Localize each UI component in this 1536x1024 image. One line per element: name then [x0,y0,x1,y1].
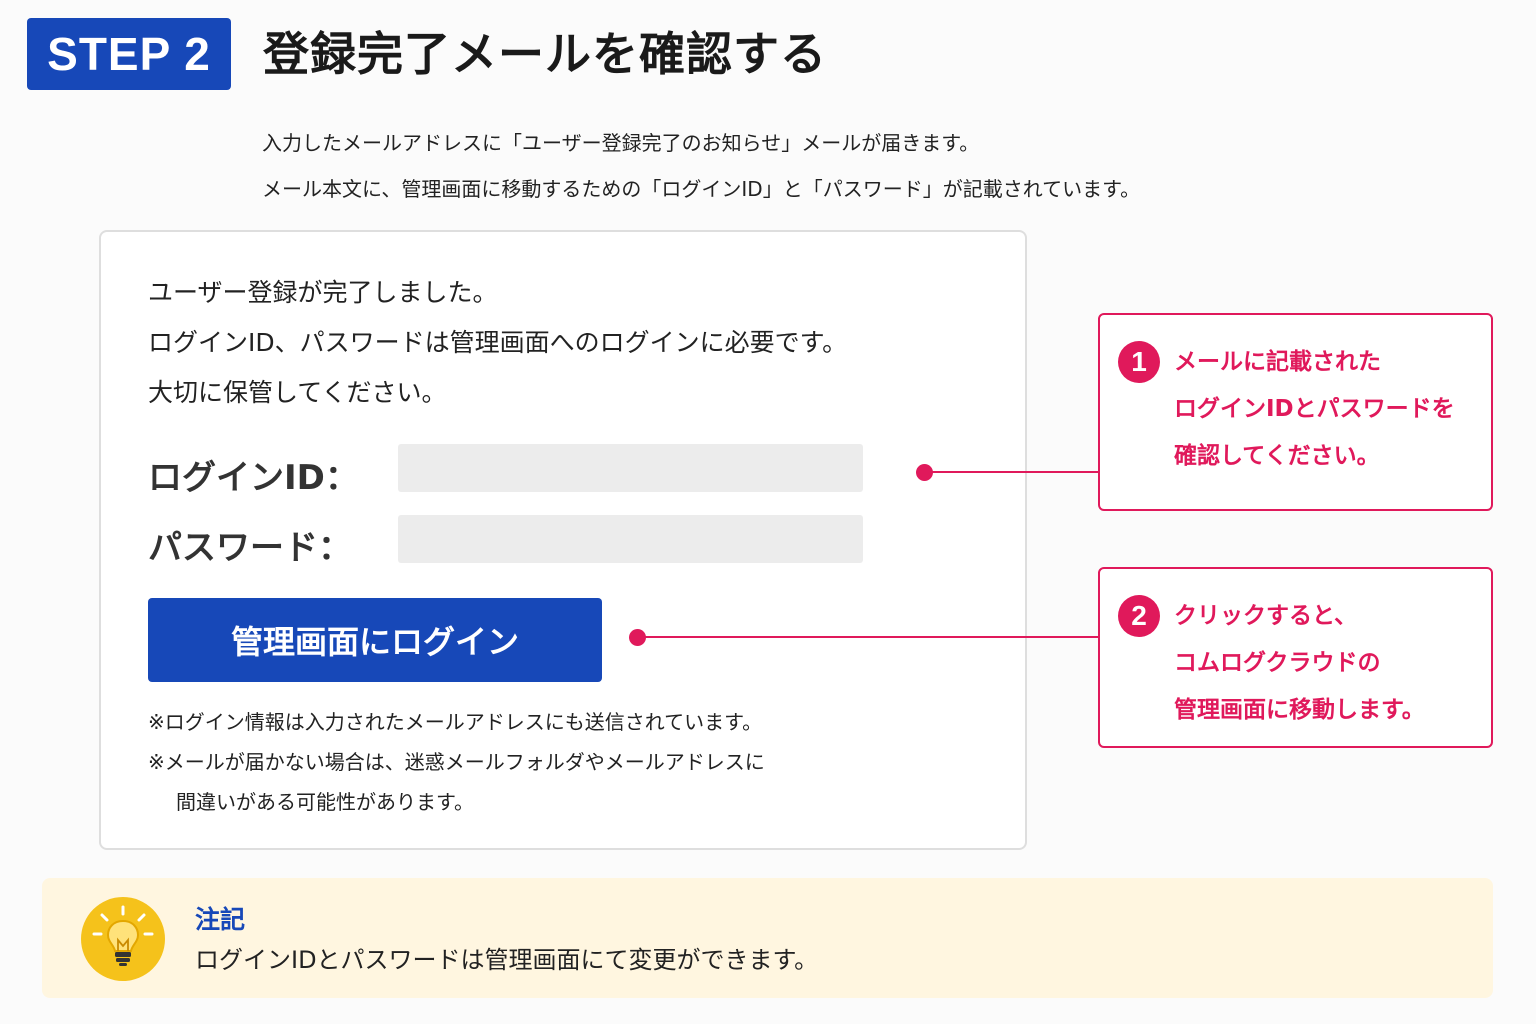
callout-1: 1 メールに記載された ログインIDとパスワードを 確認してください。 [1098,313,1493,511]
callout-line: ログインIDとパスワードを [1174,396,1455,422]
note-title: 注記 [195,905,246,934]
callout-2: 2 クリックすると、 コムログクラウドの 管理画面に移動します。 [1098,567,1493,748]
callout-line: 管理画面に移動します。 [1174,697,1425,723]
password-label: パスワード： [148,528,352,568]
note-line: ※ログイン情報は入力されたメールアドレスにも送信されています。 [148,710,763,734]
mail-preview-card: ユーザー登録が完了しました。 ログインID、パスワードは管理画面へのログインに必… [99,230,1027,850]
admin-login-button[interactable]: 管理画面にログイン [148,598,602,682]
mail-line: ユーザー登録が完了しました。 [148,278,498,307]
password-field [398,515,863,563]
intro-line: 入力したメールアドレスに「ユーザー登録完了のお知らせ」メールが届きます。 [262,131,980,155]
callout-number: 1 [1118,341,1160,383]
callout-line: クリックすると、 [1174,603,1358,629]
note-line: 間違いがある可能性があります。 [176,790,474,814]
connector-line-1 [924,471,1100,473]
callout-line: コムログクラウドの [1174,650,1381,676]
callout-line: メールに記載された [1174,349,1381,375]
intro-line: メール本文に、管理画面に移動するための「ログインID」と「パスワード」が記載され… [262,177,1141,201]
callout-text: メールに記載された ログインIDとパスワードを 確認してください。 [1174,339,1455,480]
callout-text: クリックすると、 コムログクラウドの 管理画面に移動します。 [1174,593,1425,734]
note-text: ログインIDとパスワードは管理画面にて変更ができます。 [195,946,819,974]
step-badge: STEP 2 [27,18,231,90]
note-box: 注記 ログインIDとパスワードは管理画面にて変更ができます。 [42,878,1493,998]
mail-line: ログインID、パスワードは管理画面へのログインに必要です。 [148,328,848,357]
note-line: ※メールが届かない場合は、迷惑メールフォルダやメールアドレスに [148,750,765,774]
callout-number: 2 [1118,595,1160,637]
callout-line: 確認してください。 [1174,443,1380,469]
mail-body: ユーザー登録が完了しました。 ログインID、パスワードは管理画面へのログインに必… [148,268,847,418]
mail-notes: ※ログイン情報は入力されたメールアドレスにも送信されています。 ※メールが届かな… [148,702,765,822]
intro-text: 入力したメールアドレスに「ユーザー登録完了のお知らせ」メールが届きます。 メール… [262,120,1140,212]
mail-line: 大切に保管してください。 [148,378,447,407]
login-id-label: ログインID： [148,458,359,498]
login-id-field [398,444,863,492]
connector-line-2 [637,636,1100,638]
page-title: 登録完了メールを確認する [263,27,827,81]
lightbulb-icon [81,897,165,981]
